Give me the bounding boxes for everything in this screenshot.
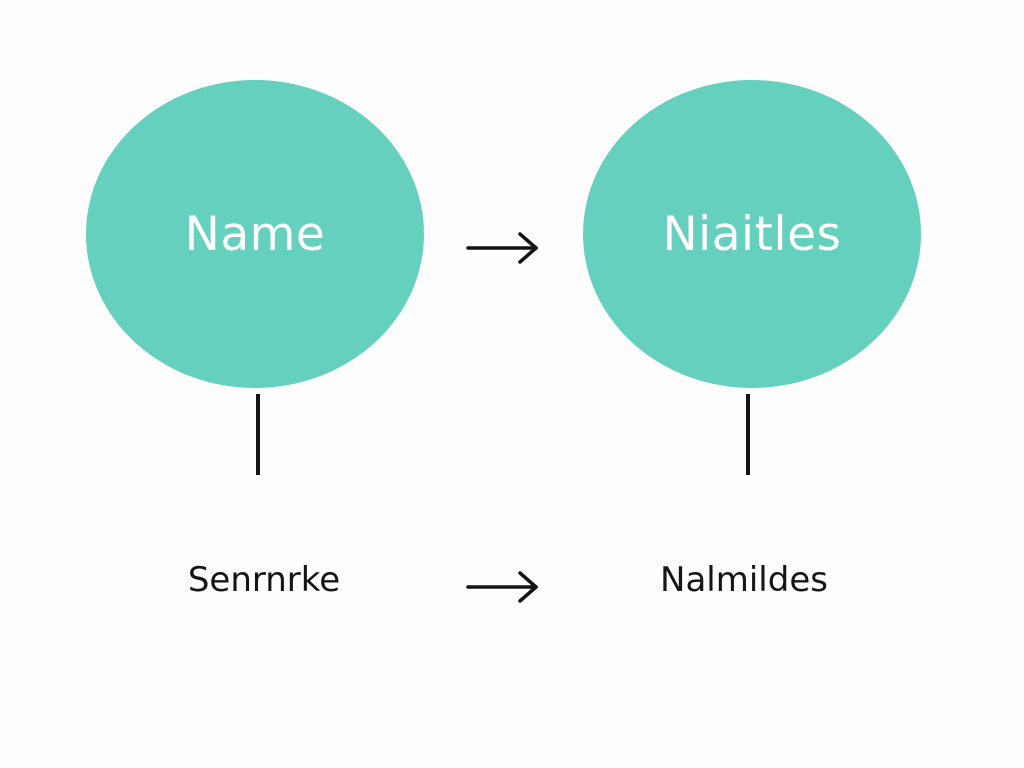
arrow-right-icon — [466, 228, 540, 268]
right-caption: Nalmildes — [660, 560, 828, 600]
arrow-right-icon — [466, 567, 540, 607]
right-node-circle: Niaitles — [583, 80, 921, 388]
right-connector-line — [746, 394, 750, 475]
left-node-label: Name — [184, 206, 326, 262]
left-node-circle: Name — [86, 80, 424, 388]
right-node-label: Niaitles — [662, 206, 842, 262]
left-connector-line — [256, 394, 260, 475]
left-caption: Senrnrke — [187, 560, 341, 600]
